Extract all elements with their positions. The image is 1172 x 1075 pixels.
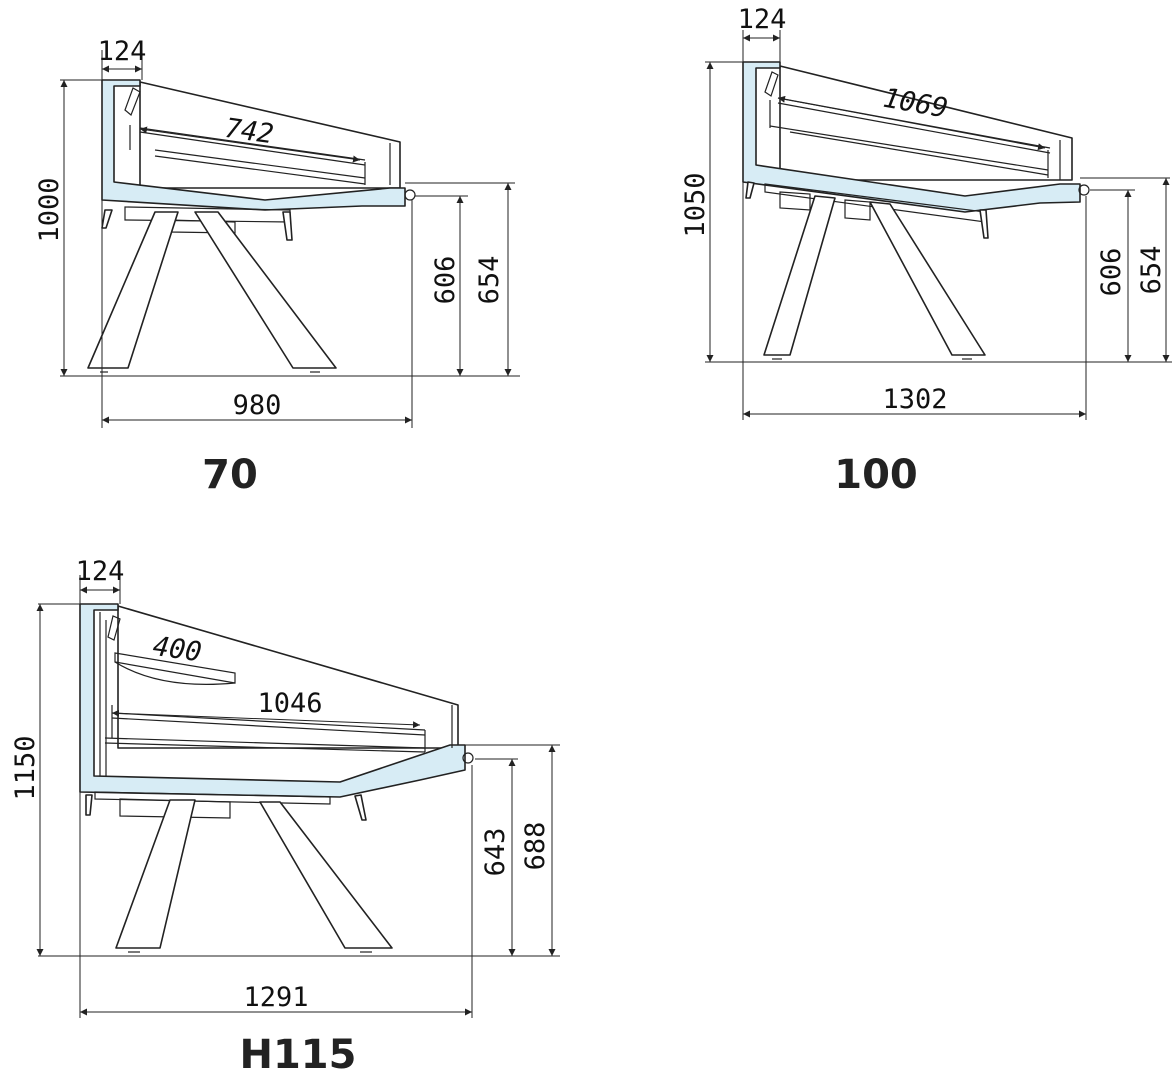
dim-counter-inner-100: 606 [1090,189,1135,362]
dim-label-depth-h115: 1291 [243,982,308,1013]
dim-height-70: 1000 [34,79,102,376]
drawing-h115: 124 400 1046 1150 643 688 1291 [10,556,560,1075]
cabinet-outline-100 [742,61,1090,213]
dim-upper-shelf-h115: 400 [151,631,204,668]
dim-top-width-70: 124 [98,36,147,80]
dim-label-counter-outer-100: 654 [1136,246,1167,295]
dim-counter-inner-70: 606 [415,195,468,376]
dim-label-height-h115: 1150 [10,735,41,800]
dim-counter-outer-70: 654 [405,182,515,376]
dim-label-top-width-70: 124 [98,36,147,67]
dim-label-depth-100: 1302 [882,384,947,415]
dim-label-counter-inner-100: 606 [1096,248,1127,297]
model-label-70: 70 [202,452,258,498]
dim-top-width-100: 124 [738,4,787,62]
stand-100 [745,181,989,360]
drawing-70: 124 742 1000 606 654 980 [34,36,520,498]
dim-counter-outer-h115: 688 [465,744,560,956]
dim-label-top-width-100: 124 [738,4,787,35]
dim-label-depth-70: 980 [233,390,282,421]
dim-label-shelf-h115: 1046 [257,688,322,719]
dim-shelf-70: 742 [139,113,361,163]
dim-depth-70: 980 [101,200,413,428]
dim-shelf-100: 1069 [777,83,1046,151]
dim-label-counter-inner-70: 606 [430,256,461,305]
stand-h115 [85,791,393,953]
dim-label-height-100: 1050 [680,172,711,237]
dim-label-height-70: 1000 [34,177,65,242]
dim-label-counter-outer-70: 654 [474,256,505,305]
dim-counter-outer-100: 654 [1080,177,1170,362]
dim-shelf-h115: 1046 [111,688,421,729]
stand-70 [87,206,337,373]
dim-height-100: 1050 [680,61,743,362]
dim-counter-inner-h115: 643 [475,758,518,956]
model-label-h115: H115 [240,1032,357,1075]
dim-label-counter-outer-h115: 688 [520,822,551,871]
model-label-100: 100 [834,452,918,498]
dim-label-upper-shelf-h115: 400 [151,631,204,668]
drawing-100: 124 1069 1050 606 654 1302 100 [680,4,1172,498]
dim-label-top-width-h115: 124 [76,556,125,587]
dim-depth-h115: 1291 [79,765,473,1018]
dim-label-shelf-70: 742 [223,113,276,150]
dim-label-counter-inner-h115: 643 [480,828,511,877]
dim-depth-100: 1302 [742,182,1087,420]
dim-top-width-h115: 124 [76,556,125,604]
dim-height-h115: 1150 [10,603,80,956]
